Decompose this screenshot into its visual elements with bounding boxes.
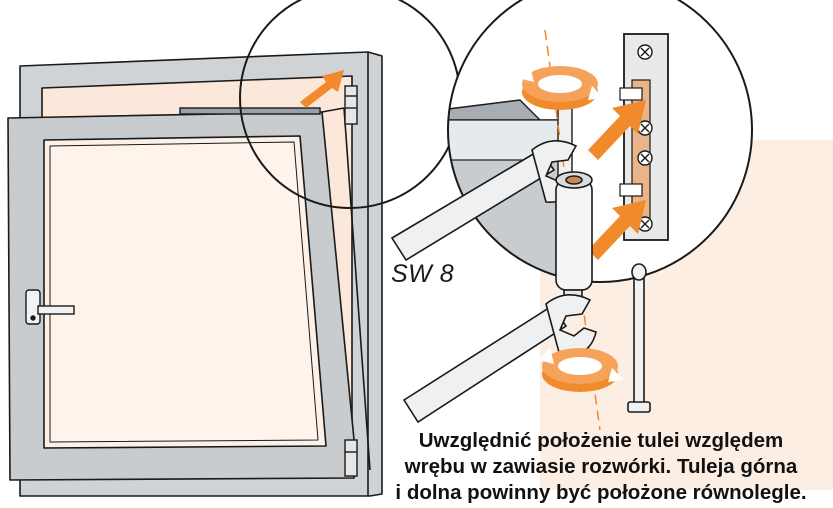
push-arrow-icon	[588, 100, 646, 160]
caption-line-2: wrębu w zawiasie rozwórki. Tuleja górna	[404, 455, 798, 478]
top-hinge-small	[179, 85, 358, 125]
instruction-caption: Uwzględnić położenie tulei względem wręb…	[372, 428, 830, 506]
rotate-arrow-icon	[518, 66, 604, 110]
window-sash	[7, 107, 371, 481]
hinge-sleeve	[555, 171, 593, 311]
caption-line-3: i dolna powinny być położone równolegle.	[395, 481, 807, 504]
push-arrow-icon	[300, 70, 344, 108]
bottom-hinge-small	[344, 439, 358, 477]
wrench-size-label: SW 8	[391, 260, 455, 288]
caption-line-1: Uwzględnić położenie tulei względem	[418, 429, 784, 452]
window-handle-icon[interactable]	[25, 289, 75, 325]
detail-zoom-circle	[447, 0, 753, 283]
push-arrow-icon	[588, 200, 646, 260]
rotate-arrow-icon	[538, 348, 624, 392]
hinge-pin-icon[interactable]	[627, 263, 651, 413]
